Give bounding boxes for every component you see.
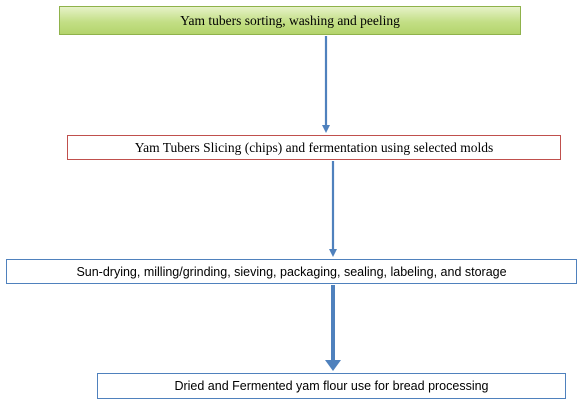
step-3-label: Sun-drying, milling/grinding, sieving, p… bbox=[76, 264, 507, 279]
step-final-product: Dried and Fermented yam flour use for br… bbox=[97, 373, 566, 399]
arrow-step3-to-step4-head bbox=[325, 360, 341, 371]
step-slicing-fermentation: Yam Tubers Slicing (chips) and fermentat… bbox=[67, 135, 561, 160]
step-2-label: Yam Tubers Slicing (chips) and fermentat… bbox=[134, 139, 494, 155]
step-drying-milling-packaging: Sun-drying, milling/grinding, sieving, p… bbox=[6, 259, 577, 284]
step-4-label: Dried and Fermented yam flour use for br… bbox=[174, 379, 489, 393]
step-sorting-washing-peeling: Yam tubers sorting, washing and peeling bbox=[59, 6, 521, 35]
step-1-label: Yam tubers sorting, washing and peeling bbox=[180, 12, 400, 28]
